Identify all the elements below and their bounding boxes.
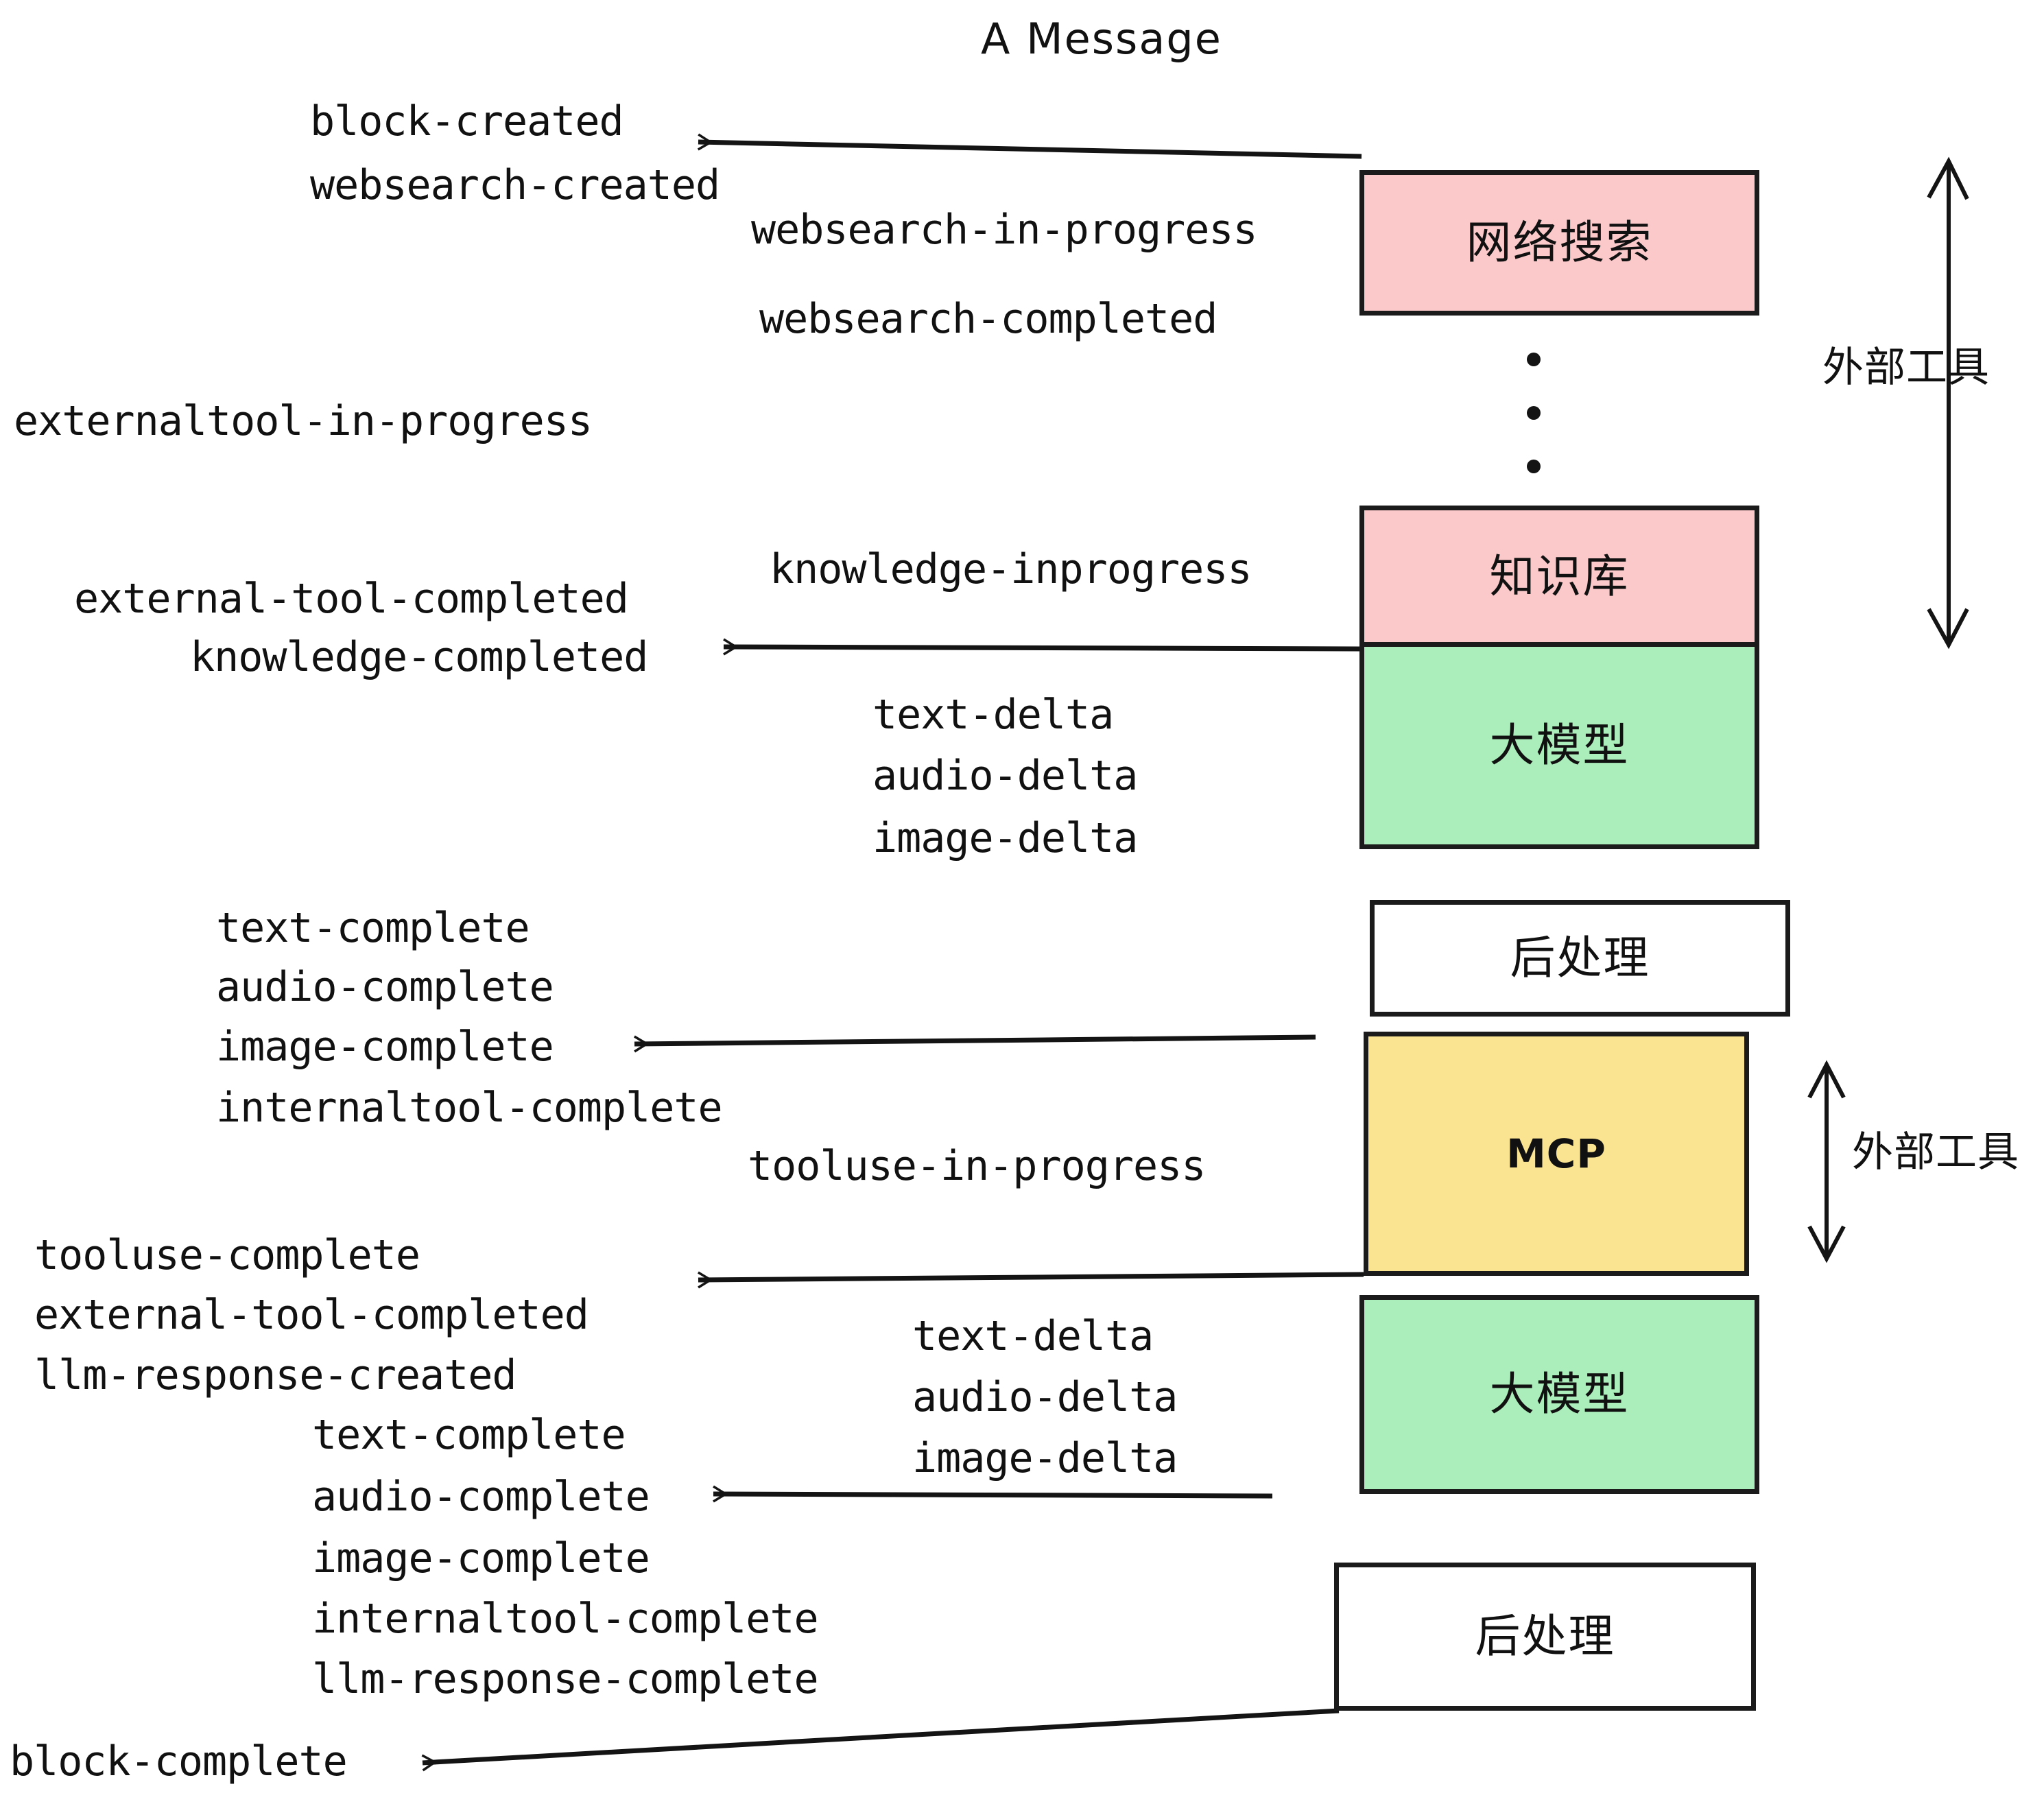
- arrow-knowledge-completed: [723, 638, 1360, 656]
- event-block-complete: block-complete: [10, 1737, 348, 1785]
- arrow-block-created: [697, 133, 1362, 159]
- box-llm-top-label: 大模型: [1489, 719, 1630, 772]
- external-tool-arrowhead-up-top: [1927, 156, 1969, 200]
- event-audio-complete-2: audio-complete: [312, 1473, 650, 1521]
- arrow-tooluse-complete: [698, 1271, 1364, 1289]
- event-tooluse-complete: tooluse-complete: [34, 1231, 420, 1279]
- box-post-processing-bottom-label: 后处理: [1475, 1610, 1615, 1663]
- box-post-processing-top-label: 后处理: [1510, 931, 1650, 984]
- event-externaltool-in-progress: externaltool-in-progress: [14, 397, 593, 445]
- box-post-processing-top[interactable]: 后处理: [1370, 900, 1790, 1017]
- event-knowledge-completed: knowledge-completed: [190, 633, 648, 681]
- event-websearch-completed: websearch-completed: [759, 295, 1217, 343]
- event-image-complete-2: image-complete: [312, 1534, 650, 1582]
- box-post-processing-bottom[interactable]: 后处理: [1334, 1563, 1756, 1711]
- event-llm-response-created: llm-response-created: [34, 1351, 516, 1399]
- page-title: A Message: [981, 14, 1222, 64]
- event-audio-complete-1: audio-complete: [216, 963, 554, 1011]
- event-image-delta-1: image-delta: [872, 814, 1138, 862]
- ellipsis-dot-3: [1527, 460, 1541, 473]
- event-block-created: block-created: [310, 97, 624, 145]
- event-internaltool-complete-1: internaltool-complete: [216, 1084, 723, 1132]
- box-websearch[interactable]: 网络搜索: [1359, 170, 1759, 316]
- box-llm-bottom[interactable]: 大模型: [1359, 1295, 1759, 1494]
- box-mcp-label: MCP: [1506, 1130, 1606, 1177]
- event-external-tool-completed-1: external-tool-completed: [74, 575, 629, 623]
- group-label-external-tool-top: 外部工具: [1822, 344, 1990, 392]
- ellipsis-dot-2: [1527, 406, 1541, 420]
- event-internaltool-complete-2: internaltool-complete: [312, 1595, 819, 1643]
- event-audio-delta-2: audio-delta: [912, 1373, 1178, 1421]
- event-text-complete-2: text-complete: [312, 1411, 626, 1459]
- event-websearch-in-progress: websearch-in-progress: [751, 206, 1258, 254]
- event-text-complete-1: text-complete: [216, 904, 530, 952]
- box-websearch-label: 网络搜索: [1466, 216, 1653, 269]
- box-llm-top[interactable]: 大模型: [1359, 642, 1759, 849]
- arrow-image-complete: [633, 1034, 1316, 1053]
- box-knowledge-label: 知识库: [1489, 550, 1630, 603]
- event-image-delta-2: image-delta: [912, 1434, 1178, 1482]
- external-tool-arrowhead-down-bottom: [1807, 1225, 1846, 1263]
- event-tooluse-in-progress: tooluse-in-progress: [748, 1142, 1206, 1190]
- event-websearch-created: websearch-created: [310, 161, 720, 209]
- external-tool-arrowhead-down-top: [1927, 608, 1969, 650]
- arrow-audio-complete: [713, 1485, 1273, 1503]
- external-tool-arrowhead-up-bottom: [1807, 1060, 1846, 1099]
- box-knowledge[interactable]: 知识库: [1359, 506, 1759, 648]
- group-label-external-tool-bottom: 外部工具: [1852, 1128, 2019, 1176]
- box-mcp[interactable]: MCP: [1364, 1032, 1749, 1276]
- arrow-block-complete: [421, 1708, 1340, 1772]
- event-text-delta-2: text-delta: [912, 1312, 1154, 1360]
- event-audio-delta-1: audio-delta: [872, 752, 1138, 800]
- event-text-delta-1: text-delta: [872, 691, 1114, 739]
- event-llm-response-complete: llm-response-complete: [312, 1655, 819, 1703]
- ellipsis-dot-1: [1527, 353, 1541, 366]
- event-image-complete-1: image-complete: [216, 1023, 554, 1071]
- event-knowledge-inprogress: knowledge-inprogress: [770, 545, 1252, 593]
- box-llm-bottom-label: 大模型: [1489, 1368, 1630, 1421]
- event-external-tool-completed-2: external-tool-completed: [34, 1291, 589, 1339]
